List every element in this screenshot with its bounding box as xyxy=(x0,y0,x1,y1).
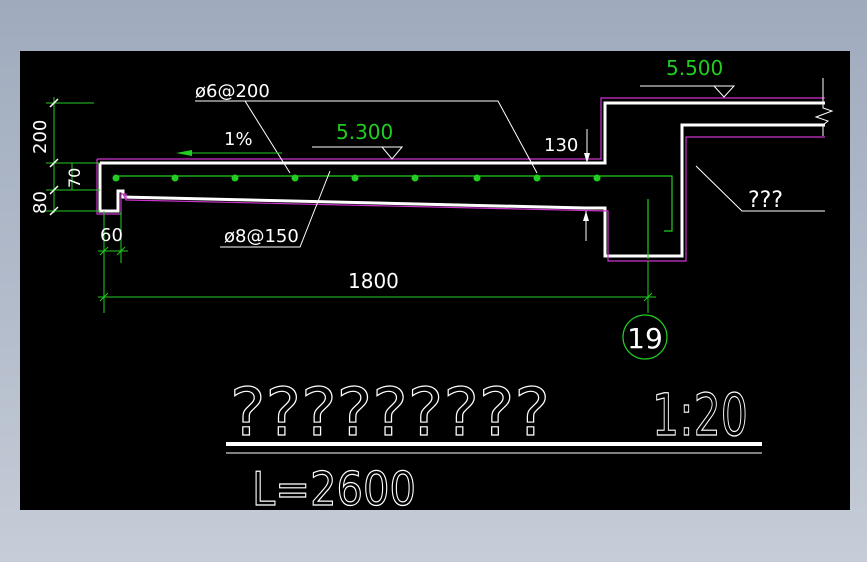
leader-lines xyxy=(195,100,825,248)
dim-1800 xyxy=(98,251,656,313)
detail-bubble: 19 xyxy=(622,314,668,360)
dim-left-vertical xyxy=(46,97,100,213)
dim-70-text: 70 xyxy=(65,168,84,188)
slab-outline xyxy=(98,101,825,258)
detail-drawing: 5.500 5.300 ø6@200 ø8@150 ??? 1% 130 xyxy=(30,56,834,510)
dim-80-text: 80 xyxy=(30,191,51,214)
rebar-top-label: ø6@200 xyxy=(195,81,270,102)
dim-1800-text: 1800 xyxy=(348,269,399,293)
rebar-top-layer xyxy=(115,175,673,259)
slab-offset-line xyxy=(96,97,825,262)
slope-indicator: 1% xyxy=(176,129,282,156)
dim-left-ticks xyxy=(49,98,59,216)
level-mark-upper: 5.500 xyxy=(640,56,736,98)
unknown-callout-label: ??? xyxy=(748,188,783,213)
break-line xyxy=(814,78,834,136)
dim-60-text: 60 xyxy=(100,225,123,246)
dim-130: 130 xyxy=(544,129,590,241)
drawing-length: L=2600 xyxy=(252,462,416,510)
drawing-scale: 1:20 xyxy=(652,381,748,449)
level-lower-text: 5.300 xyxy=(336,120,393,144)
rebar-dots xyxy=(112,174,601,182)
cad-drawing-viewport[interactable]: 5.500 5.300 ø6@200 ø8@150 ??? 1% 130 xyxy=(20,51,850,510)
drawing-title: ????????? xyxy=(230,374,550,451)
dim-130-text: 130 xyxy=(544,135,578,156)
slope-label: 1% xyxy=(224,129,253,150)
dim-200-text: 200 xyxy=(30,120,51,154)
rebar-bottom-label: ø8@150 xyxy=(224,226,299,247)
detail-number: 19 xyxy=(627,322,663,355)
level-mark-lower: 5.300 xyxy=(312,120,404,160)
level-upper-text: 5.500 xyxy=(666,56,723,80)
